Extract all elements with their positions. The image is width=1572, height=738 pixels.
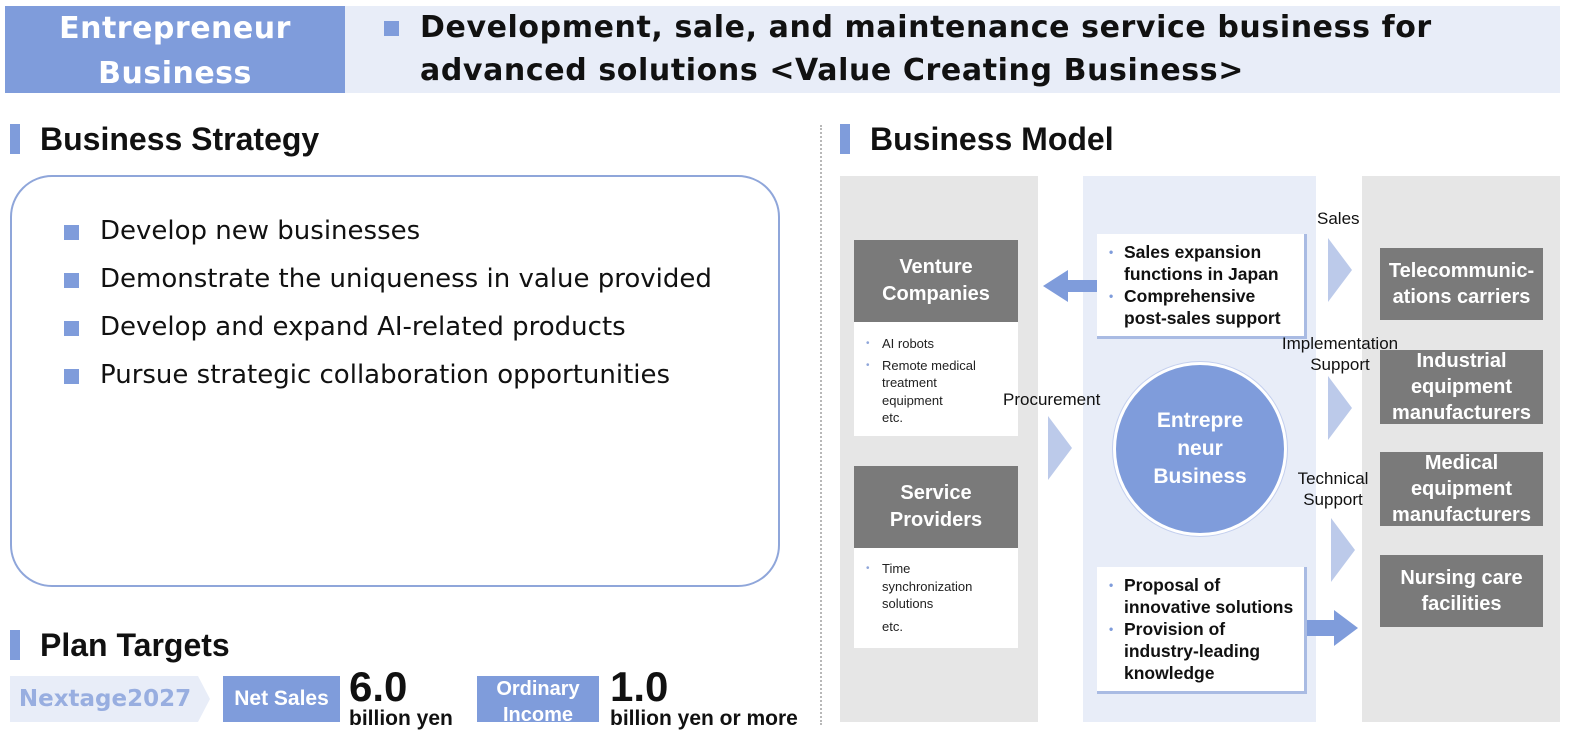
callout-item-cont: innovative solutions xyxy=(1124,597,1294,617)
venture-companies-box: Venture Companies xyxy=(854,240,1018,322)
model-section-bar xyxy=(840,124,850,154)
bullet-square-icon xyxy=(64,225,79,240)
plan-section-bar xyxy=(10,630,20,660)
implementation-support-label: Implementation Support xyxy=(1271,333,1409,375)
strategy-box: Develop new businesses Demonstrate the u… xyxy=(10,175,780,587)
callout-item-cont: post-sales support xyxy=(1124,308,1281,328)
customer-line: manufacturers xyxy=(1392,504,1531,526)
ordinary-income-label-2: Income xyxy=(502,704,574,722)
ordinary-income-unit: billion yen or more xyxy=(610,707,798,730)
sales-expansion-callout: Sales expansion functions in Japan Compr… xyxy=(1097,234,1307,339)
venture-list: AI robots Remote medical treatment equip… xyxy=(854,322,1018,436)
venture-item: AI robots xyxy=(854,335,1018,353)
bullet-square-icon xyxy=(64,321,79,336)
customer-line: Telecommunic- xyxy=(1388,260,1535,282)
customer-line: manufacturers xyxy=(1392,402,1531,424)
service-title-1: Service xyxy=(900,482,972,504)
technical-support-label: Technical Support xyxy=(1289,468,1377,510)
callout-item: Provision of xyxy=(1097,618,1304,640)
customer-medical-box: Medical equipment manufacturers xyxy=(1380,452,1543,526)
arrow-left-icon xyxy=(1043,270,1097,302)
procurement-label: Procurement xyxy=(1003,390,1101,409)
service-etc: etc. xyxy=(882,618,903,634)
net-sales-label: Net Sales xyxy=(223,676,340,722)
plan-name-arrow xyxy=(10,676,210,722)
plan-title: Plan Targets xyxy=(40,627,230,663)
customer-line: Medical xyxy=(1424,452,1499,474)
strategy-item-text: Develop new businesses xyxy=(100,216,421,246)
header-badge-line2: Business xyxy=(98,56,252,91)
ordinary-income-label-1: Ordinary xyxy=(496,678,580,700)
proposal-callout: Proposal of innovative solutions Provisi… xyxy=(1097,567,1307,694)
service-item-cont: solutions xyxy=(882,596,934,611)
venture-etc: etc. xyxy=(882,410,903,425)
service-title-2: Providers xyxy=(889,509,983,531)
callout-item-cont: functions in Japan xyxy=(1124,264,1279,284)
net-sales-unit: billion yen xyxy=(349,707,453,730)
chevron-right-icon xyxy=(1331,518,1355,582)
arrow-right-icon xyxy=(1305,610,1358,646)
sales-label: Sales xyxy=(1317,209,1360,228)
customer-line: facilities xyxy=(1421,593,1502,615)
chevron-right-icon xyxy=(1048,416,1072,480)
service-item: Time xyxy=(854,560,1018,578)
tech-label-2: Support xyxy=(1303,490,1363,509)
ordinary-income-label: Ordinary Income xyxy=(477,676,599,722)
customer-telecom-box: Telecommunic- ations carriers xyxy=(1380,248,1543,320)
impl-label-1: Implementation xyxy=(1281,334,1399,353)
bullet-square-icon xyxy=(64,273,79,288)
callout-item: Proposal of xyxy=(1097,574,1304,596)
callout-item: Comprehensive xyxy=(1097,285,1304,307)
header-title-line2: advanced solutions <Value Creating Busin… xyxy=(420,53,1244,88)
venture-title-2: Companies xyxy=(882,283,990,305)
venture-title-1: Venture xyxy=(899,256,973,278)
strategy-item-text: Pursue strategic collaboration opportuni… xyxy=(100,360,671,390)
center-line3: Business xyxy=(1153,465,1247,488)
customer-line: equipment xyxy=(1410,376,1513,398)
model-title: Business Model xyxy=(870,121,1114,157)
customer-nursing-box: Nursing care facilities xyxy=(1380,555,1543,627)
strategy-title: Business Strategy xyxy=(40,121,320,157)
chevron-right-icon xyxy=(1328,238,1352,302)
venture-item-cont: treatment xyxy=(882,375,937,390)
header-badge: Entrepreneur Business xyxy=(5,6,345,93)
bullet-square-icon xyxy=(64,369,79,384)
customer-line: Industrial xyxy=(1416,350,1507,372)
center-line2: neur xyxy=(1177,437,1223,460)
customer-line: equipment xyxy=(1410,478,1513,500)
ordinary-income-value: 1.0 xyxy=(610,663,669,710)
customer-line: Nursing care xyxy=(1400,567,1523,589)
header-bullet-icon xyxy=(384,21,399,36)
plan-name: Nextage2027 xyxy=(18,686,192,712)
venture-item-cont: equipment xyxy=(882,392,943,408)
header-title-line1: Development, sale, and maintenance servi… xyxy=(420,10,1432,45)
callout-item-cont: industry-leading xyxy=(1124,641,1261,661)
header-title: Development, sale, and maintenance servi… xyxy=(420,6,1550,92)
header-band xyxy=(345,6,1560,93)
customer-industrial-box: Industrial equipment manufacturers xyxy=(1380,350,1543,424)
strategy-item-text: Demonstrate the uniqueness in value prov… xyxy=(100,264,712,294)
tech-label-1: Technical xyxy=(1297,469,1369,488)
service-item-cont: synchronization xyxy=(882,578,973,594)
callout-item-cont: knowledge xyxy=(1124,663,1215,683)
strategy-section-bar xyxy=(10,124,20,154)
chevron-right-icon xyxy=(1328,376,1352,440)
strategy-item-text: Develop and expand AI-related products xyxy=(100,312,626,342)
section-divider xyxy=(820,125,822,725)
venture-item: Remote medical xyxy=(854,357,1018,375)
callout-item: Sales expansion xyxy=(1097,241,1304,263)
service-list: Time synchronization solutions etc. xyxy=(854,548,1018,648)
center-line1: Entrepre xyxy=(1156,409,1244,432)
customer-line: ations carriers xyxy=(1392,286,1531,308)
impl-label-2: Support xyxy=(1310,355,1370,374)
header-badge-line1: Entrepreneur xyxy=(59,11,291,46)
service-providers-box: Service Providers xyxy=(854,466,1018,548)
net-sales-value: 6.0 xyxy=(349,663,408,710)
entrepreneur-business-circle: Entrepre neur Business xyxy=(1113,362,1287,536)
